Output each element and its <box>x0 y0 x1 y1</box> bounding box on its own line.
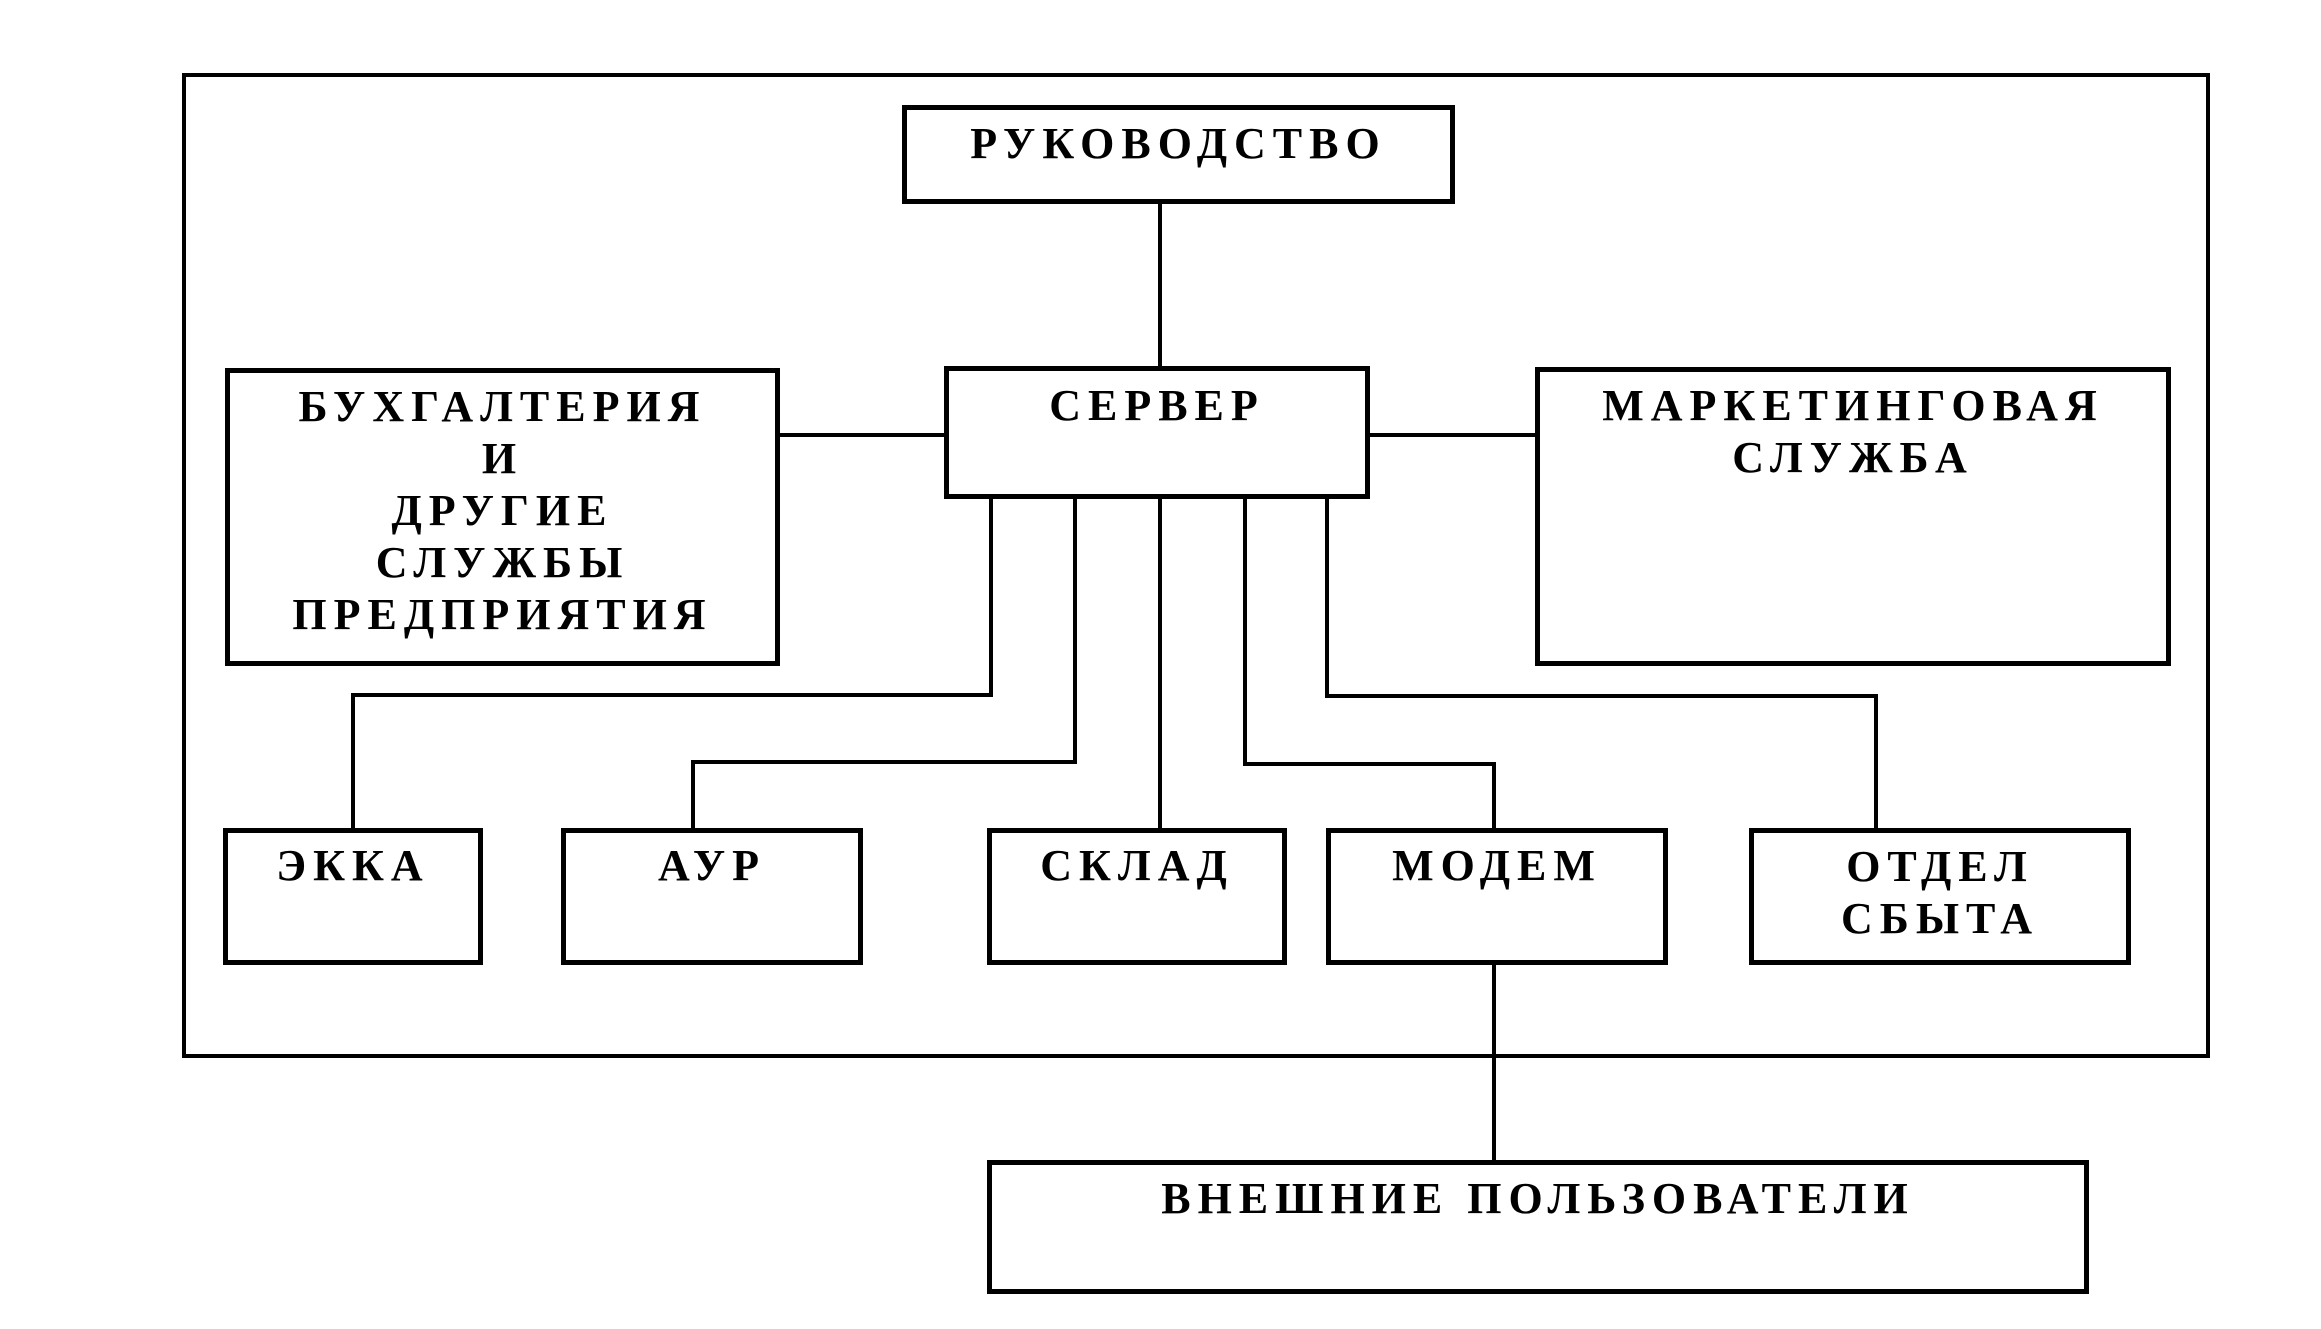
node-marketing: МАРКЕТИНГОВАЯ СЛУЖБА <box>1535 367 2171 666</box>
node-warehouse-label: СКЛАД <box>1040 841 1234 890</box>
node-ekka: ЭККА <box>223 828 483 965</box>
node-server: СЕРВЕР <box>944 366 1370 499</box>
node-accounting: БУХГАЛТЕРИЯ И ДРУГИЕ СЛУЖБЫ ПРЕДПРИЯТИЯ <box>225 368 780 666</box>
node-marketing-label: МАРКЕТИНГОВАЯ СЛУЖБА <box>1602 381 2104 482</box>
node-management-label: РУКОВОДСТВО <box>970 119 1387 168</box>
node-sales-label: ОТДЕЛ СБЫТА <box>1840 842 2039 943</box>
edge-server-modem <box>1243 499 1496 828</box>
node-warehouse: СКЛАД <box>987 828 1287 965</box>
node-ekka-label: ЭККА <box>276 841 430 890</box>
edge-server-ekka <box>351 499 993 828</box>
edge-server-sales <box>1325 499 1878 828</box>
enterprise-boundary <box>182 73 2210 1058</box>
node-external-users-label: ВНЕШНИЕ ПОЛЬЗОВАТЕЛИ <box>1161 1174 1915 1223</box>
node-modem-label: МОДЕМ <box>1392 841 1602 890</box>
node-server-label: СЕРВЕР <box>1049 381 1265 430</box>
node-sales: ОТДЕЛ СБЫТА <box>1749 828 2131 965</box>
node-aur-label: АУР <box>657 841 767 890</box>
node-management: РУКОВОДСТВО <box>902 105 1455 204</box>
node-modem: МОДЕМ <box>1326 828 1668 965</box>
node-aur: АУР <box>561 828 863 965</box>
node-accounting-label: БУХГАЛТЕРИЯ И ДРУГИЕ СЛУЖБЫ ПРЕДПРИЯТИЯ <box>292 382 713 639</box>
edge-server-aur <box>691 499 1077 828</box>
node-external-users: ВНЕШНИЕ ПОЛЬЗОВАТЕЛИ <box>987 1160 2089 1294</box>
